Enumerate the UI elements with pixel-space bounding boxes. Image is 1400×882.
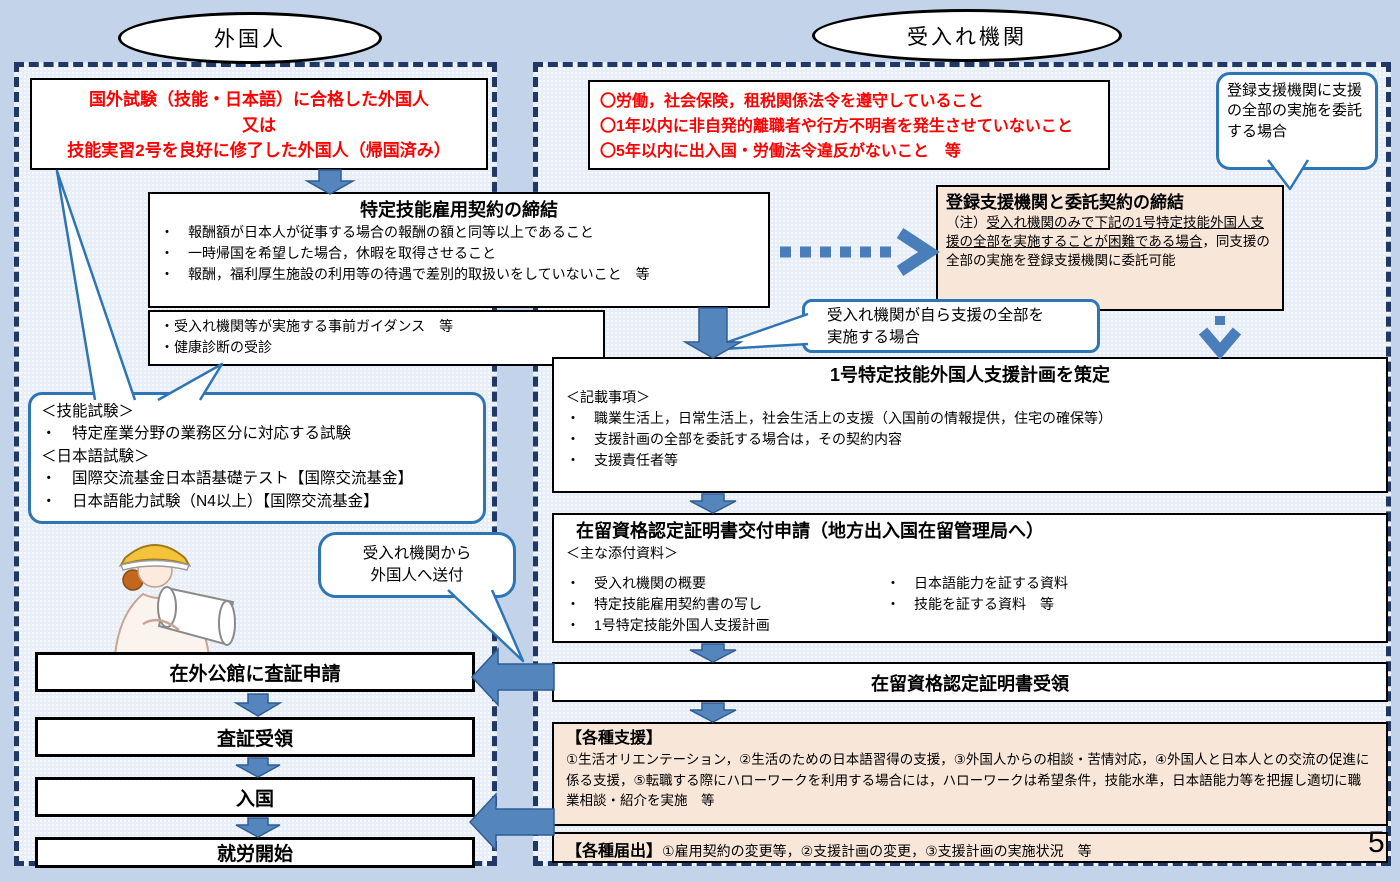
- coe-receipt-title: 在留資格認定証明書受領: [871, 674, 1069, 694]
- employment-contract-item: ・ 報酬額が日本人が従事する場合の報酬の額と同等以上であること: [160, 224, 594, 241]
- employment-contract-item: ・ 一時帰国を希望した場合，休暇を取得させること: [160, 245, 496, 262]
- self-support-bubble-line: 実施する場合: [827, 329, 921, 347]
- exam-bubble: ＜技能試験＞ ・ 特定産業分野の業務区分に対応する試験 ＜日本語試験＞ ・ 国際…: [28, 392, 486, 524]
- delegation-case-bubble-text: 登録支援機関に支援の全部の実施を委託する場合: [1227, 82, 1363, 140]
- exam-bubble-line: ＜日本語試験＞: [41, 447, 150, 465]
- worker-blueprint-roll: [157, 586, 177, 628]
- support-plan-subtitle: ＜記載事項＞: [566, 389, 650, 406]
- send-bubble-line: 外国人へ送付: [370, 567, 464, 585]
- support-services-box: 【各種支援】 ①生活オリエンテーション，②生活のための日本語習得の支援，③外国人…: [552, 722, 1388, 826]
- eligibility-box: 国外試験（技能・日本語）に合格した外国人 又は 技能実習2号を良好に修了した外国…: [30, 78, 488, 170]
- support-plan-item: ・ 職業生活上，日常生活上，社会生活上の支援（入国前の情報提供，住宅の確保等）: [566, 410, 1112, 427]
- flow-work-start-label: 就労開始: [216, 844, 293, 865]
- coe-application-title: 在留資格認定証明書交付申請（地方出入国在留管理局へ）: [576, 521, 1044, 541]
- coe-attachment-list-right: ・ 日本語能力を証する資料 ・ 技能を証する資料 等: [886, 573, 1068, 615]
- delegation-contract-box: 登録支援機関と委託契約の締結 （注）受入れ機関のみで下記の1号特定技能外国人支援…: [936, 185, 1284, 311]
- pre-guidance-box: ・受入れ機関等が実施する事前ガイダンス 等 ・健康診断の受診: [148, 310, 605, 366]
- note-rest: ，同支援の全部の実施を登録支援機関に委託可能: [946, 233, 1270, 268]
- flow-visa-application-box: 在外公館に査証申請: [35, 652, 475, 692]
- self-support-bubble-line: 受入れ機関が自ら支援の全部を: [827, 307, 1045, 324]
- notifications-box: 【各種届出】①雇用契約の変更等，②支援計画の変更，③支援計画の実施状況 等: [552, 832, 1388, 863]
- exam-bubble-line: ＜技能試験＞: [41, 403, 135, 420]
- support-services-title: 【各種支援】: [566, 730, 663, 747]
- accepting-org-header-oval: 受入れ機関: [812, 9, 1122, 62]
- flow-visa-receipt-box: 査証受領: [35, 717, 475, 757]
- employment-contract-item: ・ 報酬，福利厚生施設の利用等の待遇で差別的取扱いをしていないこと 等: [160, 266, 650, 283]
- coe-application-subtitle: ＜主な添付資料＞: [566, 545, 678, 562]
- pre-guidance-item: ・受入れ機関等が実施する事前ガイダンス 等: [160, 318, 454, 334]
- self-support-bubble: 受入れ機関が自ら支援の全部を 実施する場合: [802, 299, 1100, 353]
- flow-work-start-box: 就労開始: [35, 837, 475, 868]
- eligibility-line: 国外試験（技能・日本語）に合格した外国人: [89, 90, 429, 109]
- flow-entry-box: 入国: [35, 777, 475, 817]
- compliance-line: 〇1年以内に非自発的離職者や行方不明者を発生させていないこと: [600, 117, 1073, 135]
- coe-attachment-item: ・ 特定技能雇用契約書の写し: [566, 596, 762, 612]
- send-bubble: 受入れ機関から 外国人へ送付: [318, 532, 516, 598]
- pre-guidance-item: ・健康診断の受診: [160, 339, 272, 355]
- flow-visa-application-label: 在外公館に査証申請: [169, 663, 341, 685]
- worker-blueprint-roll: [218, 600, 236, 646]
- notifications-body: ①雇用契約の変更等，②支援計画の変更，③支援計画の実施状況 等: [662, 843, 1092, 859]
- accepting-org-header-label: 受入れ機関: [907, 25, 1027, 49]
- coe-attachment-item: ・ 1号特定技能外国人支援計画: [566, 617, 770, 633]
- support-plan-box: 1号特定技能外国人支援計画を策定 ＜記載事項＞ ・ 職業生活上，日常生活上，社会…: [552, 357, 1388, 493]
- coe-receipt-box: 在留資格認定証明書受領: [552, 662, 1388, 702]
- compliance-box: 〇労働，社会保険，租税関係法令を遵守していること 〇1年以内に非自発的離職者や行…: [588, 80, 1110, 170]
- notifications-title: 【各種届出】: [566, 843, 663, 860]
- delegation-case-bubble: 登録支援機関に支援の全部の実施を委託する場合: [1216, 72, 1378, 170]
- compliance-line: 〇労働，社会保険，租税関係法令を遵守していること: [600, 93, 984, 110]
- exam-bubble-line: ・ 日本語能力試験（N4以上）【国際交流基金】: [41, 492, 379, 510]
- coe-attachment-item: ・ 日本語能力を証する資料: [886, 575, 1068, 591]
- note-underlined: 受入れ機関のみで下記の1号特定技能外国人支援の全部を実施することが困難である場合: [946, 215, 1265, 249]
- coe-attachment-item: ・ 技能を証する資料 等: [886, 596, 1054, 612]
- coe-attachment-list-left: ・ 受入れ機関の概要 ・ 特定技能雇用契約書の写し ・ 1号特定技能外国人支援計…: [566, 573, 770, 636]
- delegation-contract-note: （注）受入れ機関のみで下記の1号特定技能外国人支援の全部を実施することが困難であ…: [946, 214, 1274, 271]
- worker-illustration: [113, 544, 236, 657]
- compliance-line: 〇5年以内に出入国・労働法令違反がないこと 等: [600, 142, 961, 160]
- worker-hardhat-brim: [119, 559, 191, 571]
- send-bubble-line: 受入れ機関から: [362, 545, 472, 562]
- support-plan-item: ・ 支援責任者等: [566, 452, 678, 469]
- exam-bubble-line: ・ 特定産業分野の業務区分に対応する試験: [41, 425, 352, 443]
- coe-attachment-item: ・ 受入れ機関の概要: [566, 575, 706, 591]
- employment-contract-title: 特定技能雇用契約の締結: [360, 200, 558, 220]
- employment-contract-box: 特定技能雇用契約の締結 ・ 報酬額が日本人が従事する場合の報酬の額と同等以上であ…: [148, 192, 770, 308]
- support-services-body: ①生活オリエンテーション，②生活のための日本語習得の支援，③外国人からの相談・苦…: [566, 752, 1370, 808]
- eligibility-line: 技能実習2号を良好に修了した外国人（帰国済み）: [67, 141, 451, 160]
- eligibility-line: 又は: [242, 115, 276, 135]
- flow-entry-label: 入国: [235, 788, 274, 810]
- support-plan-title: 1号特定技能外国人支援計画を策定: [829, 365, 1110, 385]
- foreigner-header-oval: 外国人: [118, 12, 382, 64]
- note-prefix: （注）: [946, 215, 987, 231]
- flow-visa-receipt-label: 査証受領: [216, 728, 293, 750]
- worker-arm: [142, 618, 180, 631]
- delegation-contract-title: 登録支援機関と委託契約の締結: [946, 193, 1184, 212]
- exam-bubble-line: ・ 国際交流基金日本語基礎テスト【国際交流基金】: [41, 470, 414, 488]
- coe-application-box: 在留資格認定証明書交付申請（地方出入国在留管理局へ） ＜主な添付資料＞ ・ 受入…: [552, 513, 1388, 643]
- foreigner-header-label: 外国人: [214, 28, 286, 51]
- support-plan-item: ・ 支援計画の全部を委託する場合は，その契約内容: [566, 431, 902, 448]
- page-number: 5: [1368, 826, 1385, 859]
